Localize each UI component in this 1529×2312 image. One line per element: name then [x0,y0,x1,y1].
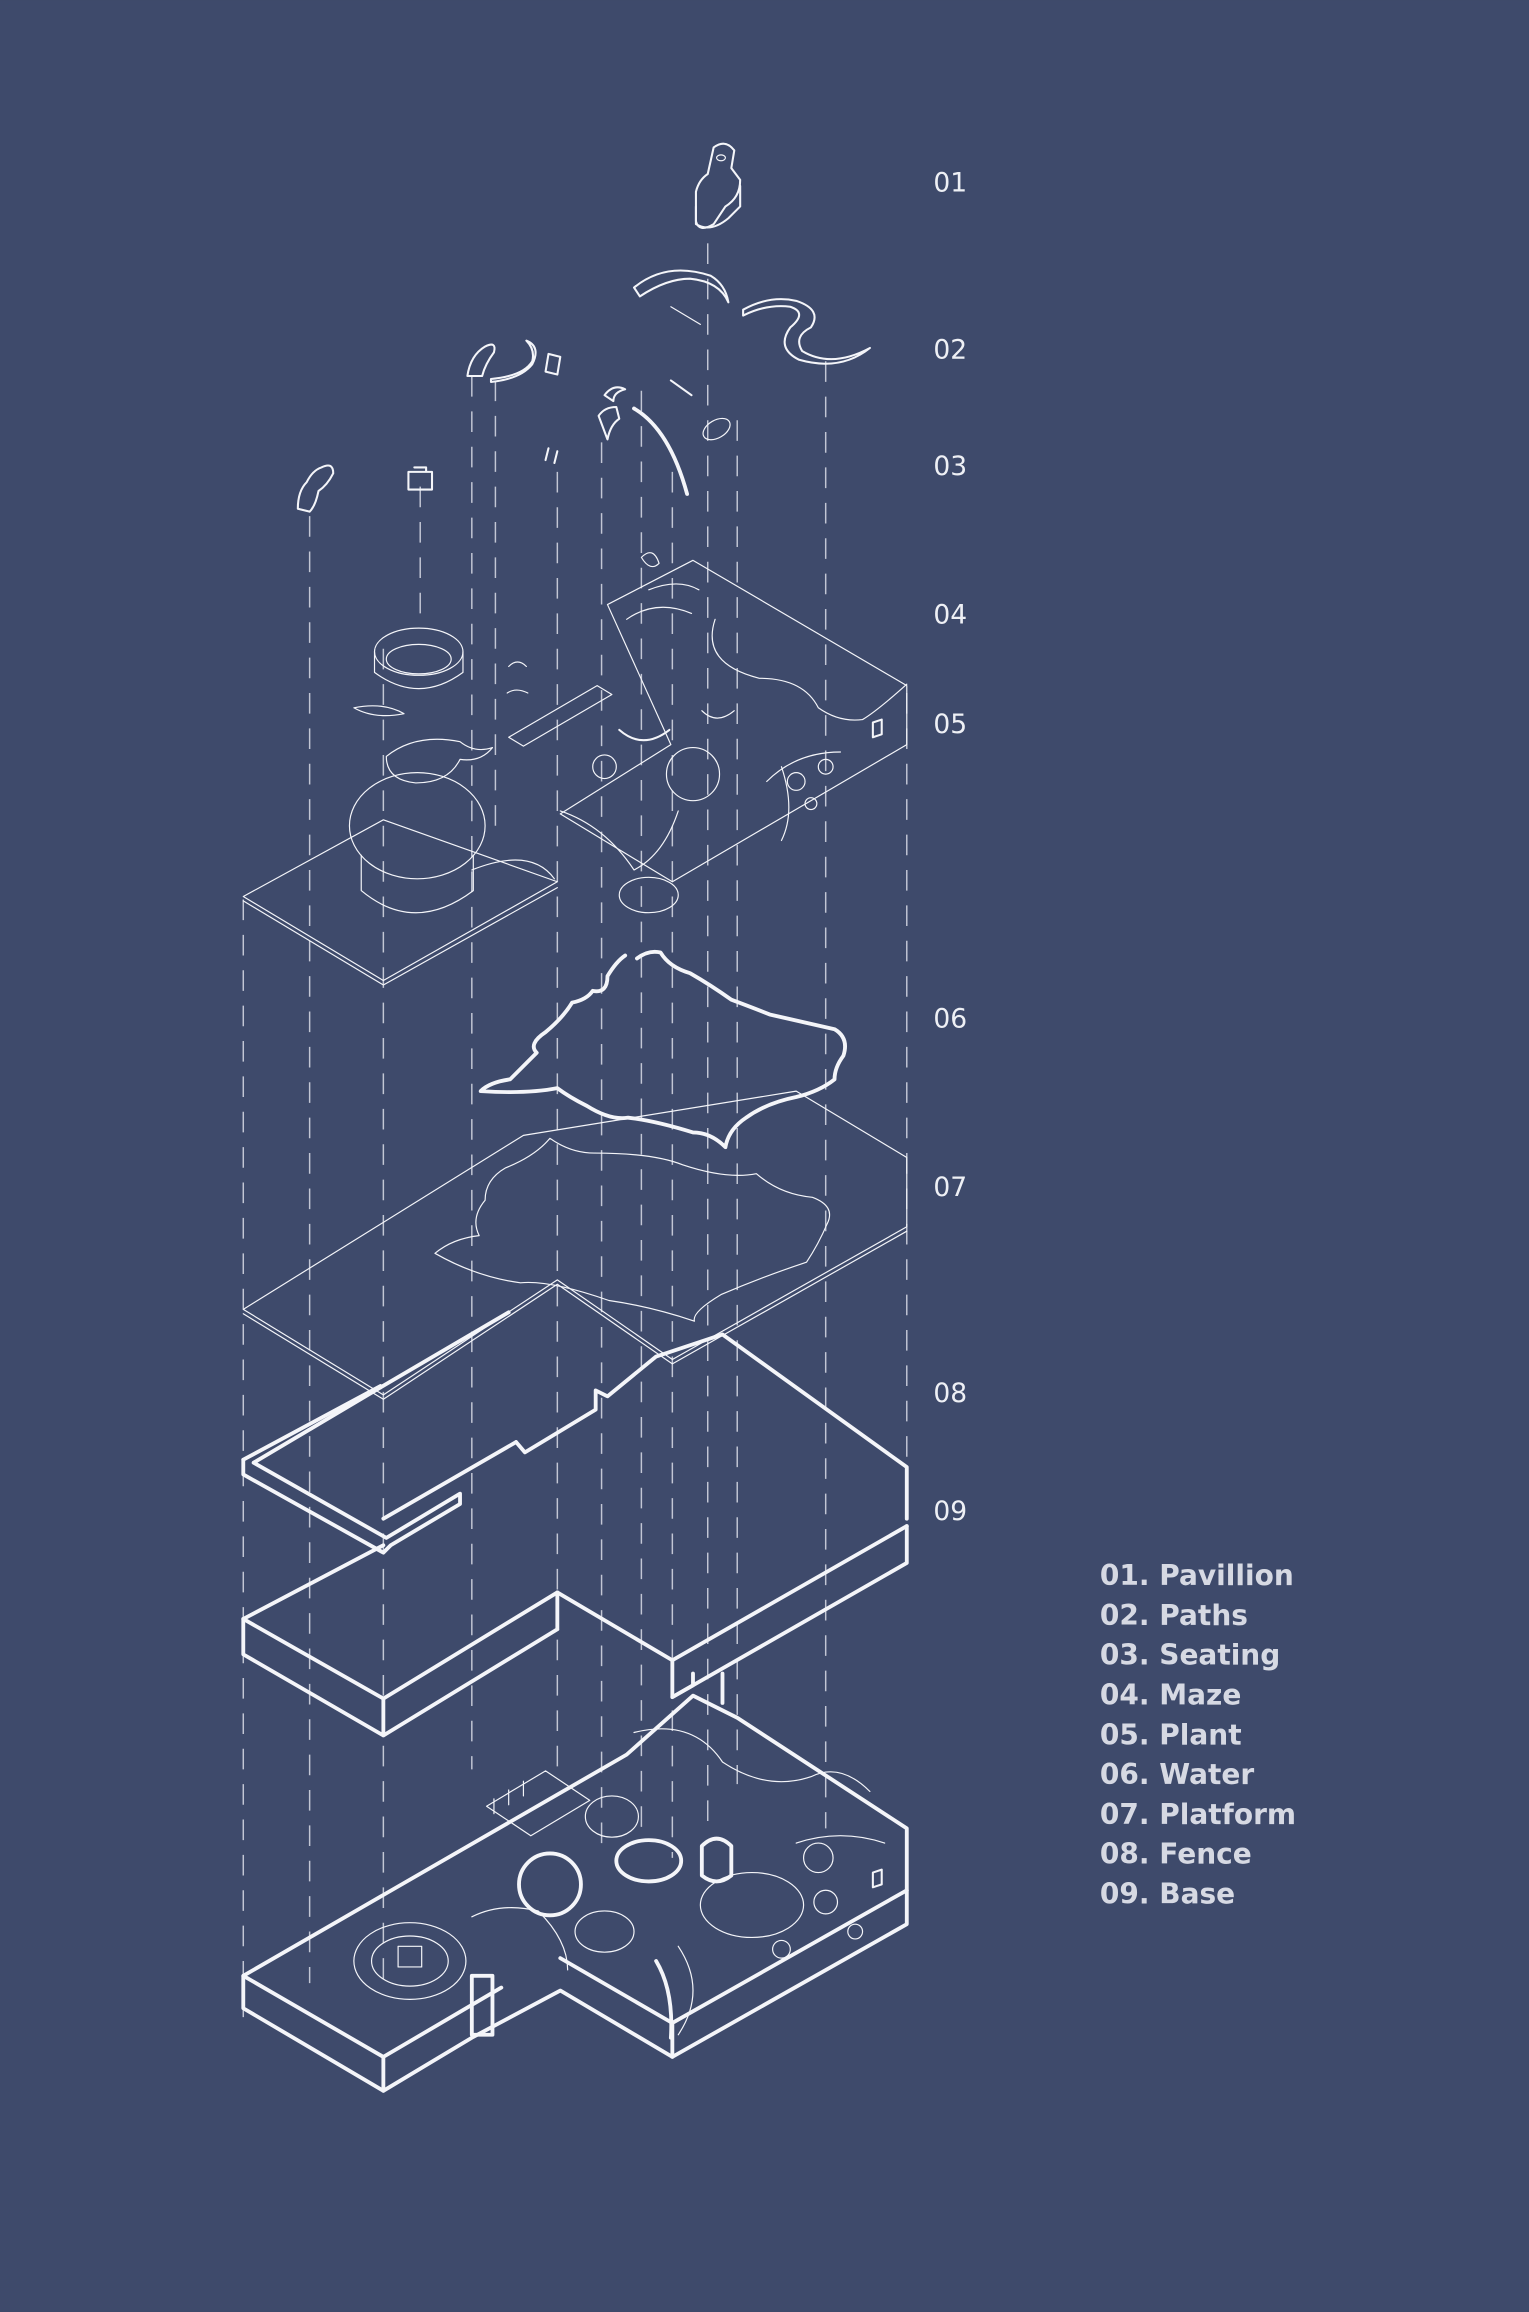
legend-item: 08. Fence [1100,1838,1252,1871]
layer-labels: 01 02 03 04 05 06 07 08 09 [933,168,967,1527]
legend: 01. Pavillion 02. Paths 03. Seating 04. … [1100,1559,1296,1910]
label-09: 09 [933,1496,967,1527]
pavilion-layer [694,142,742,229]
label-08: 08 [933,1378,967,1409]
legend-item: 01. Pavillion [1100,1559,1294,1592]
water-layer [478,949,847,1150]
legend-item: 02. Paths [1100,1599,1248,1632]
maze-plant-left-plate [242,627,558,986]
legend-item: 06. Water [1100,1758,1255,1791]
paths-layer [466,269,871,383]
label-01: 01 [933,168,967,199]
maze-plant-right-slab [506,552,908,914]
platform-layer [242,1090,908,1400]
legend-item: 09. Base [1100,1878,1235,1911]
legend-item: 04. Maze [1100,1678,1241,1711]
label-03: 03 [933,451,967,482]
assembled-model [241,1693,909,2093]
legend-item: 07. Platform [1100,1798,1296,1831]
legend-item: 03. Seating [1100,1639,1280,1672]
label-04: 04 [933,600,967,631]
label-02: 02 [933,334,967,365]
label-05: 05 [933,709,967,740]
label-06: 06 [933,1004,967,1035]
base-layer [241,1524,909,1738]
label-07: 07 [933,1172,967,1203]
fence-layer [241,1310,909,1555]
legend-item: 05. Plant [1100,1718,1242,1751]
seating-layer [296,379,731,513]
